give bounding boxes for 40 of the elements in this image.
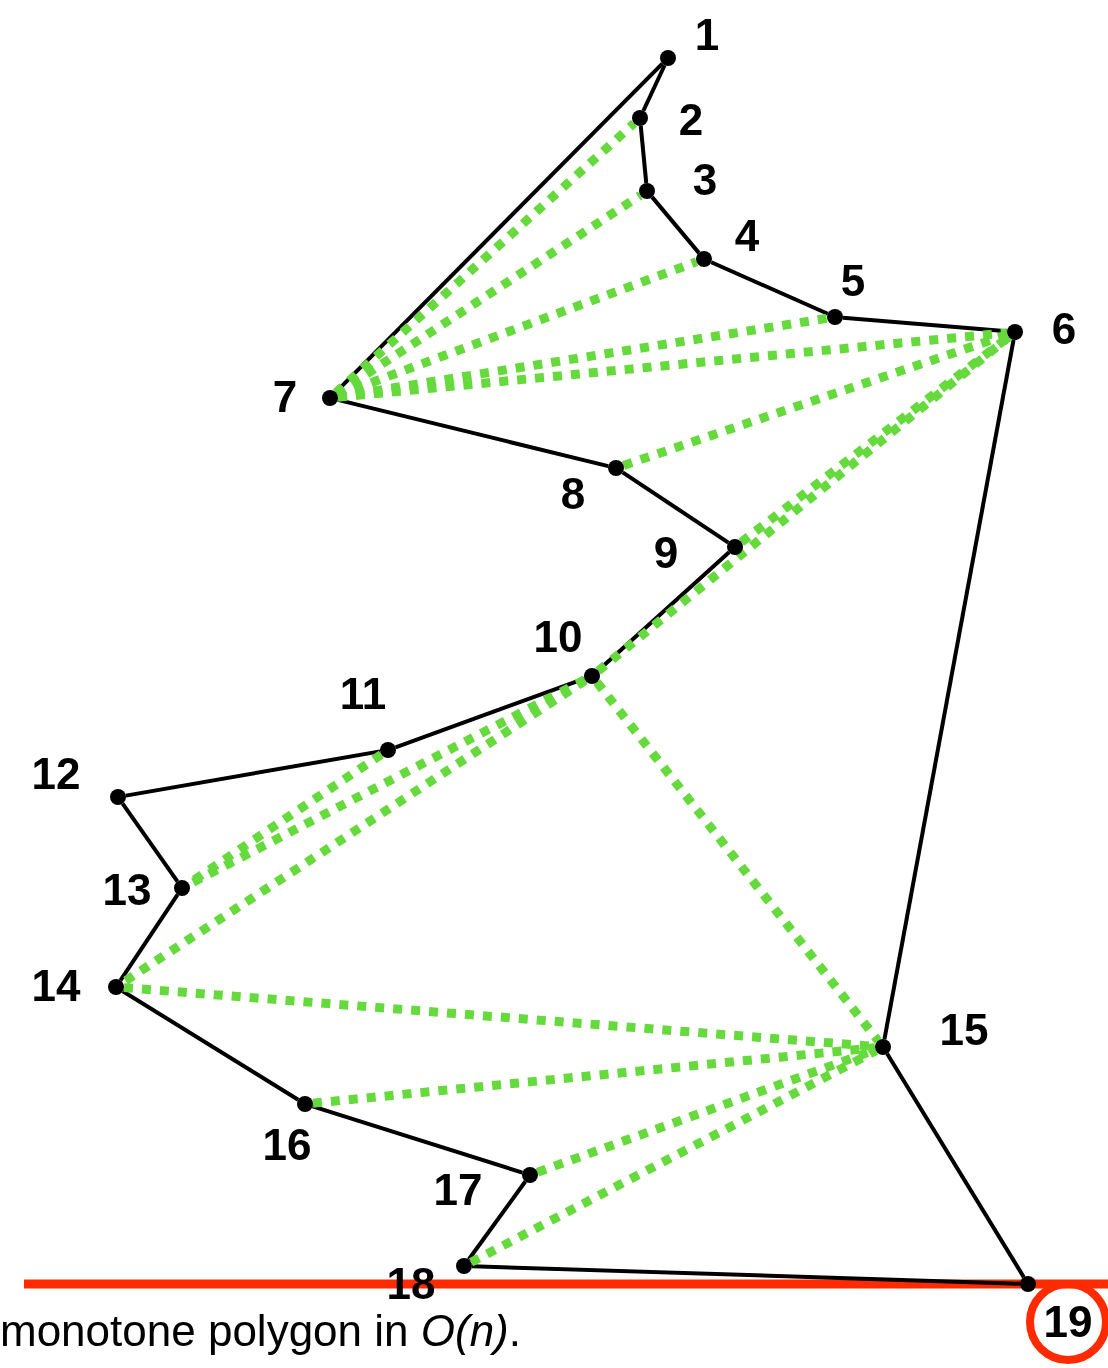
vertex-number: 15: [939, 1008, 989, 1052]
vertex-number: 12: [31, 752, 81, 796]
vertex-number: 3: [692, 158, 718, 202]
diagonal-line: [595, 333, 1012, 675]
polygon-edge: [125, 749, 381, 798]
polygon-edge: [650, 195, 701, 255]
polygon-edge: [471, 1264, 1021, 1286]
polygon-edge: [120, 802, 180, 883]
vertex-number: 11: [339, 672, 387, 716]
vertex-number: 17: [433, 1168, 483, 1212]
polygon-edge: [710, 260, 829, 316]
polygon-edge: [337, 397, 609, 469]
polygon-edge: [312, 1104, 523, 1175]
vertex-number: 19: [1043, 1300, 1093, 1344]
polygon-edge: [621, 470, 730, 545]
diagonal-line: [312, 1043, 876, 1108]
polygon-edge: [882, 339, 1016, 1040]
polygon-edge: [467, 1180, 527, 1261]
polygon-edge: [885, 1052, 1026, 1279]
diagonal-line: [593, 679, 882, 1044]
vertex-number: 14: [31, 964, 81, 1008]
polygon-edge: [121, 989, 300, 1102]
vertex-number: 7: [272, 375, 298, 419]
vertex-number: 8: [560, 472, 586, 516]
diagonal-line: [337, 328, 1008, 402]
vertex-number: 6: [1051, 307, 1077, 351]
diagonal-line: [469, 1046, 878, 1267]
vertex-number: 5: [840, 259, 866, 303]
vertex-number: 10: [533, 615, 583, 659]
vertex-number: 13: [102, 868, 152, 912]
vertex-number: 1: [694, 13, 720, 57]
diagonal-line: [622, 330, 1009, 470]
polygon-edge: [641, 64, 667, 112]
polygon-edge: [638, 125, 649, 184]
polygon-edge: [118, 893, 180, 982]
vertex-number: 4: [734, 214, 760, 258]
vertex-number: 9: [653, 531, 679, 575]
vertex-number: 2: [678, 98, 704, 142]
vertex-number: 16: [262, 1123, 312, 1167]
caption: monotone polygon in O(n).: [0, 1306, 521, 1357]
